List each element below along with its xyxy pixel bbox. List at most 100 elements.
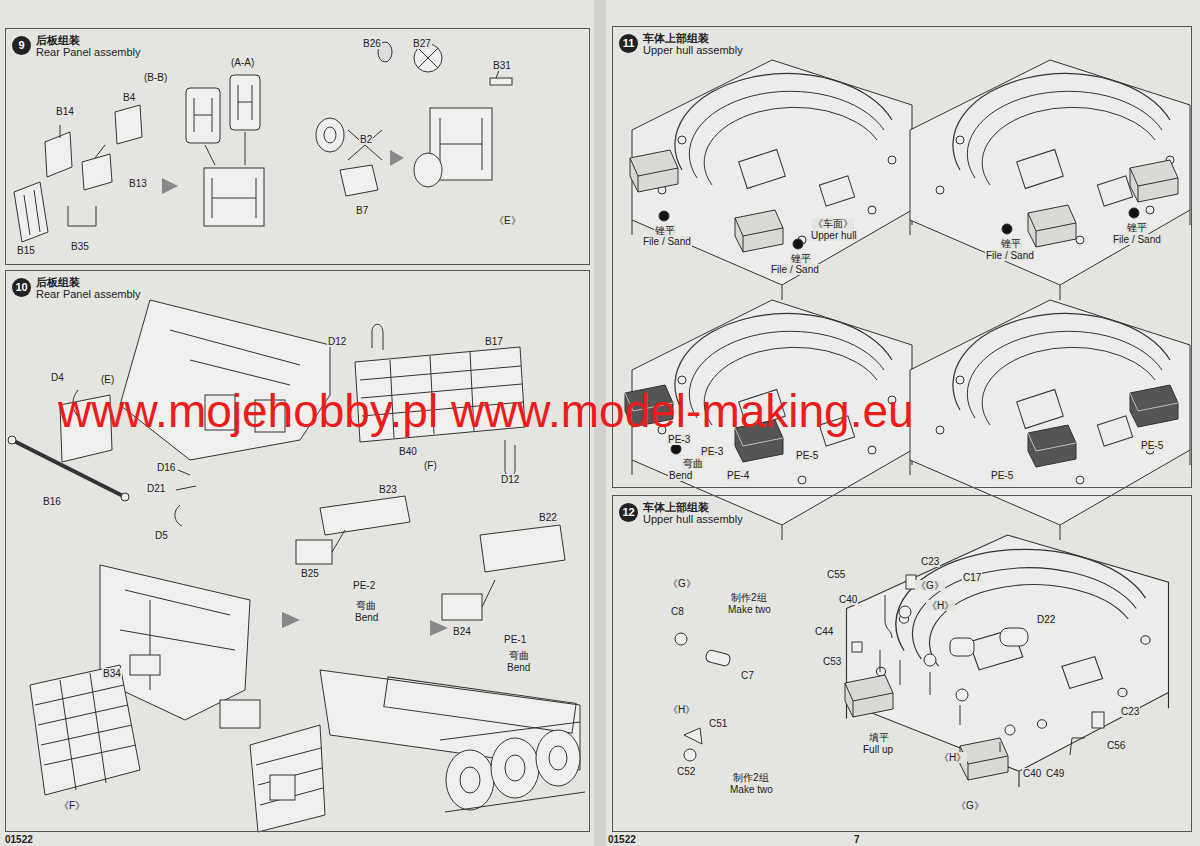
step-number-circle: 9 (12, 36, 31, 55)
part-label: 填平 (868, 732, 890, 743)
part-label: File / Sand (985, 250, 1035, 261)
part-label: B17 (484, 336, 504, 347)
part-label: (F) (423, 460, 438, 471)
watermark: www.mojehobby.pl www.model-making.eu (58, 387, 914, 435)
step-number: 11 (619, 34, 638, 53)
part-label: C17 (962, 572, 982, 583)
part-label: Full up (862, 744, 894, 755)
part-label: D12 (500, 474, 520, 485)
part-label: C23 (920, 556, 940, 567)
part-label: C7 (740, 670, 755, 681)
part-label: B40 (398, 446, 418, 457)
part-label: (E) (100, 374, 115, 385)
part-label: 锉平 (790, 253, 812, 264)
part-label: PE-5 (1140, 440, 1164, 451)
part-label: B16 (42, 496, 62, 507)
step-number-circle: 10 (12, 278, 31, 297)
page-number: 01522 (4, 834, 34, 845)
step-panel: 后板组装Rear Panel assembly 10 (5, 270, 590, 832)
part-label: C52 (676, 766, 696, 777)
part-label: B22 (538, 512, 558, 523)
part-label: PE-1 (503, 634, 527, 645)
step-panel: 车体上部组装Upper hull assembly 12 (612, 495, 1192, 832)
part-label: PE-5 (990, 470, 1014, 481)
step-title-chinese: 后板组装 (36, 33, 80, 48)
part-label: B34 (102, 668, 122, 679)
part-label: 《车面》 (812, 218, 854, 229)
part-label: B27 (412, 38, 432, 49)
step-title-chinese: 车体上部组装 (643, 500, 709, 515)
part-label: File / Sand (642, 236, 692, 247)
part-label: Bend (354, 612, 379, 623)
step-title-chinese: 车体上部组装 (643, 31, 709, 46)
part-label: Upper hull (810, 230, 858, 241)
part-label: PE-5 (795, 450, 819, 461)
part-label: 《G》 (915, 580, 945, 591)
part-label: File / Sand (1112, 234, 1162, 245)
part-label: File / Sand (770, 264, 820, 275)
part-label: C8 (670, 606, 685, 617)
step-number-circle: 12 (619, 503, 638, 522)
part-label: B15 (16, 245, 36, 256)
part-label: B7 (355, 205, 369, 216)
part-label: D5 (154, 530, 169, 541)
part-label: Make two (729, 784, 774, 795)
part-label: D22 (1036, 614, 1056, 625)
part-label: C40 (1022, 768, 1042, 779)
step-title: Rear Panel assembly (36, 288, 141, 300)
part-label: D12 (327, 336, 347, 347)
part-label: 《E》 (493, 215, 522, 226)
part-label: C53 (822, 656, 842, 667)
step-number: 10 (12, 278, 31, 297)
step-number: 12 (619, 503, 638, 522)
part-label: Bend (668, 470, 693, 481)
part-label: 弯曲 (682, 458, 704, 469)
part-label: 锉平 (654, 225, 676, 236)
step-title: Upper hull assembly (643, 513, 743, 525)
part-label: 制作2组 (732, 772, 770, 783)
part-label: PE-3 (700, 446, 724, 457)
part-label: C55 (826, 569, 846, 580)
part-label: 锉平 (1126, 222, 1148, 233)
step-title-chinese: 后板组装 (36, 275, 80, 290)
part-label: PE-2 (352, 580, 376, 591)
part-label: 《H》 (938, 752, 967, 763)
part-label: Bend (506, 662, 531, 673)
part-label: 弯曲 (355, 600, 377, 611)
part-label: B13 (128, 178, 148, 189)
step-title: Upper hull assembly (643, 44, 743, 56)
part-label: D16 (156, 462, 176, 473)
part-label: B31 (492, 60, 512, 71)
part-label: C44 (814, 626, 834, 637)
part-label: B25 (300, 568, 320, 579)
step-number: 9 (12, 36, 31, 55)
page-number: 01522 (607, 834, 637, 845)
part-label: 《F》 (58, 800, 86, 811)
part-label: 《H》 (667, 704, 696, 715)
part-label: B24 (452, 626, 472, 637)
part-label: C56 (1106, 740, 1126, 751)
step-number-circle: 11 (619, 34, 638, 53)
part-label: B14 (55, 106, 75, 117)
part-label: B4 (122, 92, 136, 103)
part-label: B23 (378, 484, 398, 495)
part-label: 弯曲 (508, 650, 530, 661)
part-label: 《G》 (955, 800, 985, 811)
part-label: C40 (838, 594, 858, 605)
part-label: D4 (50, 372, 65, 383)
part-label: PE-4 (726, 470, 750, 481)
part-label: (B-B) (143, 72, 168, 83)
page-number: 7 (853, 834, 861, 845)
part-label: C51 (708, 718, 728, 729)
part-label: B26 (362, 38, 382, 49)
part-label: B35 (70, 241, 90, 252)
part-label: Make two (727, 604, 772, 615)
part-label: 制作2组 (730, 592, 768, 603)
part-label: B2 (359, 134, 373, 145)
part-label: PE-3 (667, 434, 691, 445)
part-label: 锉平 (1000, 238, 1022, 249)
part-label: 《H》 (926, 600, 955, 611)
part-label: C23 (1120, 706, 1140, 717)
part-label: C49 (1045, 768, 1065, 779)
